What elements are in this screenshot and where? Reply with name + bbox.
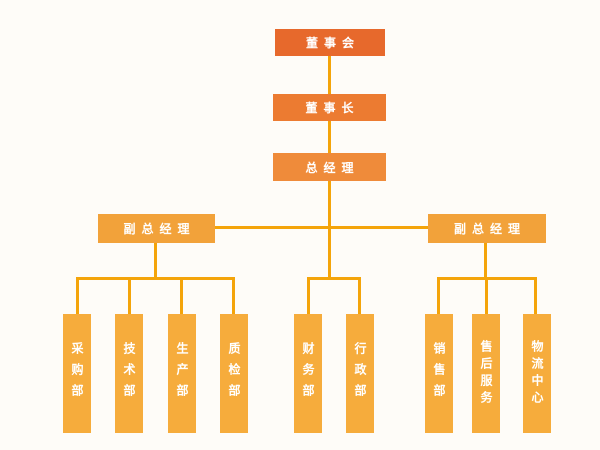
dept-administration: 行政部 — [346, 314, 374, 433]
node-chairman-label: 董事长 — [305, 101, 360, 115]
dept-purchasing: 采购部 — [63, 314, 91, 433]
connector-center-spine — [328, 180, 331, 280]
dept-production: 生产部 — [168, 314, 196, 433]
dept-production-label: 生产部 — [175, 342, 189, 405]
node-deputy-general-manager-right: 副总经理 — [428, 214, 546, 243]
connector-drop-logistics — [534, 277, 537, 315]
dept-technology: 技术部 — [115, 314, 143, 433]
dept-purchasing-label: 采购部 — [70, 342, 84, 405]
dept-logistics-center: 物流中心 — [523, 314, 551, 433]
connector-drop-after-sales — [485, 277, 488, 315]
node-deputy-general-manager-left: 副总经理 — [98, 214, 215, 243]
node-deputy-right-label: 副总经理 — [453, 222, 526, 236]
dept-sales: 销售部 — [425, 314, 453, 433]
connector-drop-production — [180, 277, 183, 315]
connector-chairman-gm — [328, 120, 331, 154]
connector-drop-technology — [128, 277, 131, 315]
connector-middle-rail — [307, 277, 361, 280]
connector-deputy-cross-rail — [215, 226, 428, 229]
node-board: 董事会 — [275, 29, 385, 56]
dept-finance-label: 财务部 — [301, 342, 315, 405]
dept-administration-label: 行政部 — [353, 342, 367, 405]
node-general-manager: 总经理 — [273, 153, 386, 181]
dept-quality-inspection: 质检部 — [220, 314, 248, 433]
connector-deputy-left-drop — [154, 242, 157, 280]
connector-drop-sales — [437, 277, 440, 315]
connector-drop-quality — [232, 277, 235, 315]
dept-sales-label: 销售部 — [432, 342, 446, 405]
connector-drop-purchasing — [76, 277, 79, 315]
connector-drop-finance — [307, 277, 310, 315]
dept-finance: 财务部 — [294, 314, 322, 433]
connector-drop-admin — [358, 277, 361, 315]
dept-technology-label: 技术部 — [122, 342, 136, 405]
node-deputy-left-label: 副总经理 — [123, 222, 196, 236]
connector-left-rail — [76, 277, 235, 280]
node-chairman: 董事长 — [273, 94, 386, 121]
node-general-manager-label: 总经理 — [305, 160, 360, 175]
dept-after-sales-service-label: 售后服务 — [479, 339, 493, 408]
connector-deputy-right-drop — [484, 242, 487, 280]
dept-logistics-center-label: 物流中心 — [530, 339, 544, 408]
node-board-label: 董事会 — [305, 36, 360, 50]
connector-board-chairman — [328, 55, 331, 95]
dept-quality-inspection-label: 质检部 — [227, 342, 241, 405]
dept-after-sales-service: 售后服务 — [472, 314, 500, 433]
